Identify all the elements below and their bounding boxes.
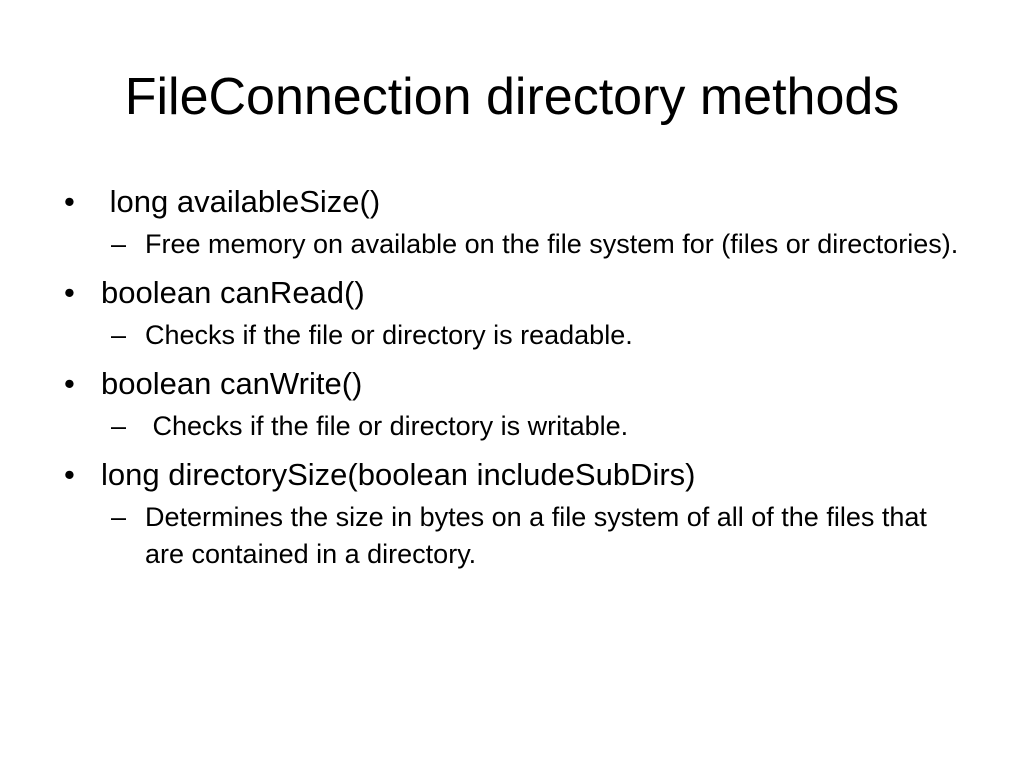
dash-mark: – <box>111 320 127 350</box>
sub-item: – Checks if the file or directory is wri… <box>111 408 964 445</box>
sub-item: – Checks if the file or directory is rea… <box>111 317 964 354</box>
bullet-item: • long directorySize(boolean includeSubD… <box>64 455 964 573</box>
bullet-text: long availableSize() <box>101 184 381 219</box>
bullet-item: • boolean canRead() – Checks if the file… <box>64 273 964 354</box>
dash-mark: – <box>111 411 127 441</box>
sub-list: – Determines the size in bytes on a file… <box>101 499 964 573</box>
bullet-mark: • <box>64 366 75 401</box>
bullet-mark: • <box>64 457 75 492</box>
sub-item: – Free memory on available on the file s… <box>111 226 964 263</box>
sub-list: – Checks if the file or directory is wri… <box>101 408 964 445</box>
bullet-list: • long availableSize() – Free memory on … <box>64 182 964 583</box>
bullet-text: boolean canWrite() <box>101 366 363 401</box>
sub-item-text: Checks if the file or directory is writa… <box>145 411 629 441</box>
bullet-item: • boolean canWrite() – Checks if the fil… <box>64 364 964 445</box>
dash-mark: – <box>111 502 127 532</box>
bullet-mark: • <box>64 275 75 310</box>
sub-item: – Determines the size in bytes on a file… <box>111 499 964 573</box>
bullet-item: • long availableSize() – Free memory on … <box>64 182 964 263</box>
sub-list: – Checks if the file or directory is rea… <box>101 317 964 354</box>
bullet-text: long directorySize(boolean includeSubDir… <box>101 457 696 492</box>
slide-title: FileConnection directory methods <box>124 68 900 126</box>
sub-item-text: Free memory on available on the file sys… <box>145 229 959 259</box>
bullet-text: boolean canRead() <box>101 275 365 310</box>
sub-list: – Free memory on available on the file s… <box>101 226 964 263</box>
dash-mark: – <box>111 229 127 259</box>
sub-item-text: Determines the size in bytes on a file s… <box>145 502 927 569</box>
sub-item-text: Checks if the file or directory is reada… <box>145 320 633 350</box>
bullet-mark: • <box>64 184 75 219</box>
